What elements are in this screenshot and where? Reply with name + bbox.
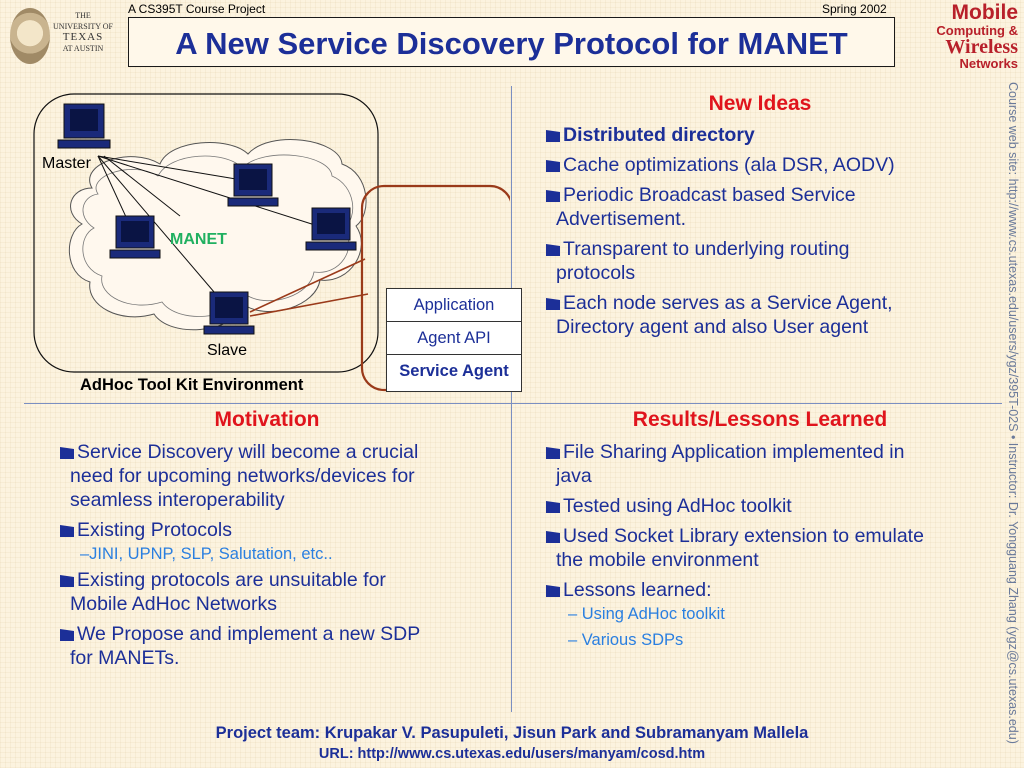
side-course-info: Course web site: http://www.cs.utexas.ed…: [1006, 82, 1024, 744]
results-text: Lessons learned:: [563, 579, 712, 601]
list-item: Existing Protocols: [60, 518, 506, 542]
list-item-continued: protocols: [556, 262, 636, 284]
clapper-icon: [546, 441, 560, 459]
motivation-list: Service Discovery will become a crucial …: [60, 440, 506, 670]
motivation-text: We Propose and implement a new SDP: [77, 623, 421, 645]
list-item-continued: Mobile AdHoc Networks: [70, 593, 277, 615]
ut-seal-icon: [10, 8, 50, 64]
clapper-icon: [60, 441, 74, 459]
clapper-icon: [60, 623, 74, 641]
idea-text: Distributed directory: [563, 124, 755, 146]
computer-icon-slave: [203, 291, 255, 335]
manet-label: MANET: [170, 231, 227, 248]
clapper-icon: [546, 525, 560, 543]
results-text: Tested using AdHoc toolkit: [563, 495, 792, 517]
list-item: Tested using AdHoc toolkit: [546, 494, 1002, 518]
title-box: A New Service Discovery Protocol for MAN…: [128, 17, 895, 67]
computer-icon-node3: [109, 215, 161, 259]
logo-line-3: AT AUSTIN: [62, 44, 104, 53]
list-item-continued: for MANETs.: [70, 647, 180, 669]
side-text: Course web site: http://www.cs.utexas.ed…: [1006, 82, 1020, 744]
idea-text: Transparent to underlying routing: [563, 238, 850, 260]
list-item: Service Discovery will become a crucial: [60, 440, 506, 464]
sub-item: –JINI, UPNP, SLP, Salutation, etc..: [80, 545, 333, 563]
motivation-title: Motivation: [214, 408, 320, 431]
motivation-text: Existing Protocols: [77, 519, 232, 541]
computer-icon-node1: [227, 163, 279, 207]
mcw-line-3: Wireless: [945, 36, 1018, 58]
list-item: We Propose and implement a new SDP: [60, 622, 506, 646]
slave-label: Slave: [207, 342, 248, 359]
computer-icon-node2: [305, 207, 357, 251]
clapper-icon: [546, 495, 560, 513]
results-text: Used Socket Library extension to emulate: [563, 525, 924, 547]
clapper-icon: [546, 292, 560, 310]
stack-agent-api: Agent API: [387, 322, 521, 355]
list-item-continued: java: [556, 465, 592, 487]
list-item: Lessons learned:: [546, 578, 1002, 602]
results-text: File Sharing Application implemented in: [563, 441, 905, 463]
list-item-continued: seamless interoperability: [70, 489, 285, 511]
list-item-continued: the mobile environment: [556, 549, 759, 571]
list-item: Existing protocols are unsuitable for: [60, 568, 506, 592]
logo-line-2: TEXAS: [62, 31, 104, 43]
logo-line-1: THE UNIVERSITY OF: [53, 11, 113, 31]
vertical-divider: [511, 86, 512, 712]
page-title: A New Service Discovery Protocol for MAN…: [175, 26, 848, 61]
list-item: Cache optimizations (ala DSR, AODV): [546, 153, 1006, 177]
list-item: Transparent to underlying routing: [546, 237, 1006, 261]
list-item-continued: Advertisement.: [556, 208, 687, 230]
list-item: Used Socket Library extension to emulate: [546, 524, 1002, 548]
diagram-svg: [33, 93, 514, 392]
clapper-icon: [546, 124, 560, 142]
adhoc-env-box: [33, 93, 379, 373]
clapper-icon: [60, 519, 74, 537]
stack-service-agent: Service Agent: [399, 362, 509, 380]
clapper-icon: [546, 579, 560, 597]
project-url[interactable]: URL: http://www.cs.utexas.edu/users/many…: [318, 746, 706, 762]
clapper-icon: [546, 184, 560, 202]
sub-item: – Using AdHoc toolkit: [568, 605, 725, 623]
list-item: Distributed directory: [546, 123, 1006, 147]
idea-text: Cache optimizations (ala DSR, AODV): [563, 154, 895, 176]
clapper-icon: [546, 238, 560, 256]
computer-icon-master: [57, 103, 111, 149]
clapper-icon: [546, 154, 560, 172]
list-item-continued: Directory agent and also User agent: [556, 316, 869, 338]
idea-text: Each node serves as a Service Agent,: [563, 292, 893, 314]
motivation-text: Existing protocols are unsuitable for: [77, 569, 386, 591]
network-diagram: Master Slave MANET Application Agent API…: [20, 84, 522, 402]
mcw-line-2: Computing &: [936, 23, 1018, 38]
mcw-logo: Mobile Computing & Wireless Networks: [902, 2, 1018, 70]
master-links: [97, 155, 319, 307]
project-team: Project team: Krupakar V. Pasupuleti, Ji…: [215, 724, 809, 742]
list-item: Periodic Broadcast based Service: [546, 183, 1006, 207]
results-list: File Sharing Application implemented in …: [546, 440, 1002, 652]
term-label: Spring 2002: [822, 2, 887, 16]
results-title: Results/Lessons Learned: [632, 408, 888, 431]
mcw-line-4: Networks: [959, 56, 1018, 71]
list-item: File Sharing Application implemented in: [546, 440, 1002, 464]
course-label: A CS395T Course Project: [128, 2, 266, 16]
master-label: Master: [42, 155, 91, 172]
protocol-stack: Application Agent API Service Agent: [386, 288, 522, 392]
stack-application: Application: [387, 289, 521, 322]
ut-austin-logo: THE UNIVERSITY OF TEXAS AT AUSTIN: [6, 4, 114, 68]
stack-links: [249, 258, 369, 317]
clapper-icon: [60, 569, 74, 587]
new-ideas-list: Distributed directory Cache optimization…: [546, 123, 1006, 339]
sub-item: – Various SDPs: [568, 631, 684, 649]
motivation-text: Service Discovery will become a crucial: [77, 441, 419, 463]
list-item: Each node serves as a Service Agent,: [546, 291, 1006, 315]
horizontal-divider: [24, 403, 1002, 404]
diagram-caption: AdHoc Tool Kit Environment: [80, 376, 304, 394]
mcw-line-1: Mobile: [951, 1, 1019, 24]
new-ideas-title: New Ideas: [708, 92, 812, 115]
list-item-continued: need for upcoming networks/devices for: [70, 465, 415, 487]
idea-text: Periodic Broadcast based Service: [563, 184, 856, 206]
